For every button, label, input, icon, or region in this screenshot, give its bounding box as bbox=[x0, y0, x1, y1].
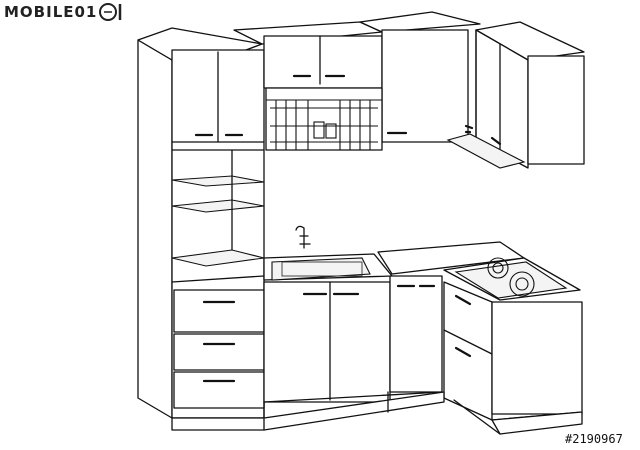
base-cabinets bbox=[171, 275, 583, 435]
tall-cabinet-column bbox=[137, 27, 265, 419]
image-id-watermark: #2190967 bbox=[565, 432, 623, 446]
logo-text: MOBILE01 bbox=[4, 3, 98, 21]
countertop-and-sink bbox=[263, 225, 581, 301]
mobile01-logo-icon bbox=[99, 3, 122, 21]
site-logo: MOBILE01 bbox=[4, 2, 126, 24]
upper-wall-cabinets bbox=[233, 11, 585, 169]
